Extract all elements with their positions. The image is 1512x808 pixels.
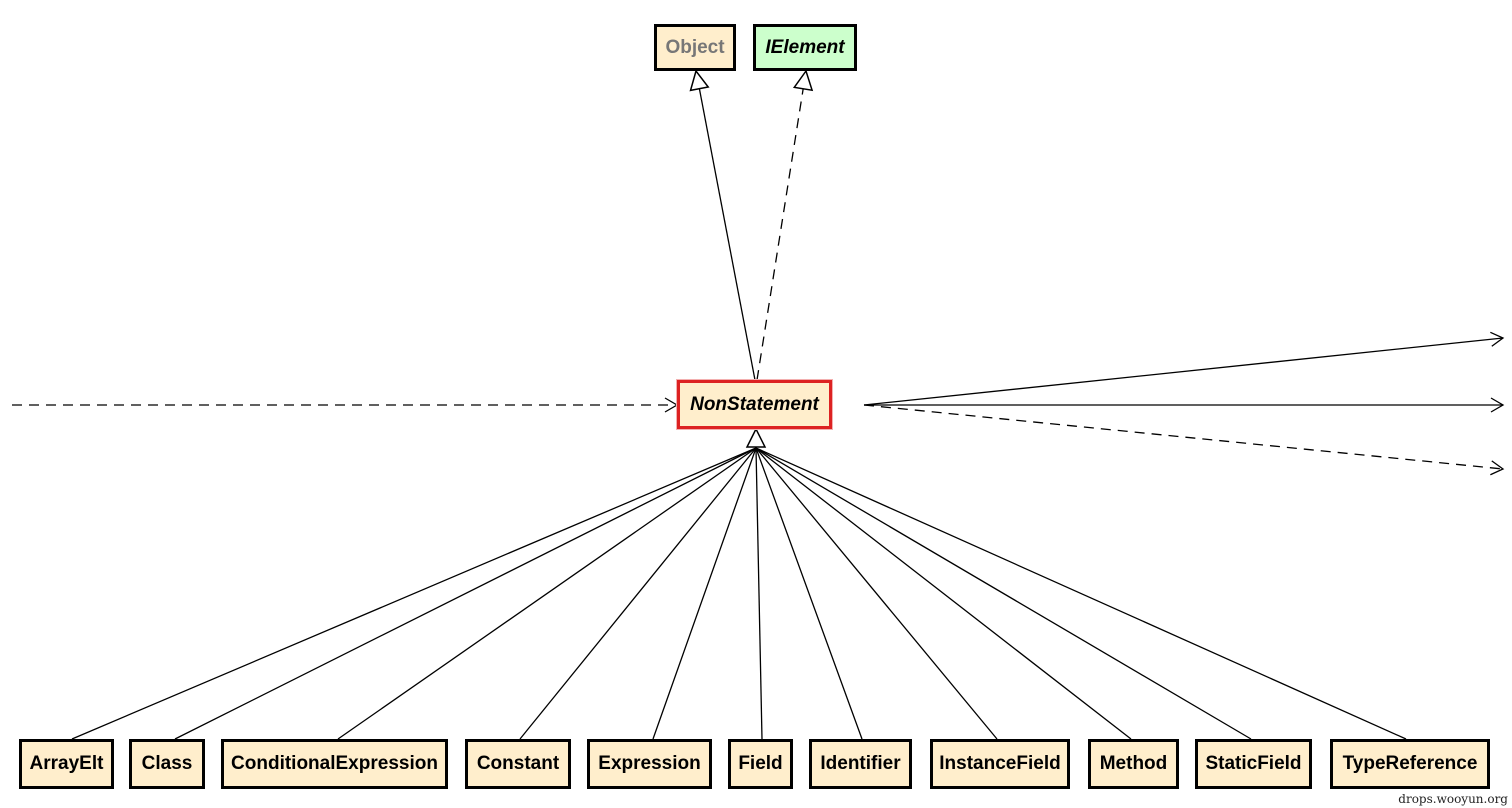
- class-nonstatement[interactable]: NonStatement: [677, 380, 832, 429]
- watermark: drops.wooyun.org: [1398, 792, 1508, 806]
- class-method[interactable]: Method: [1088, 739, 1179, 789]
- edge-instancefield-to-nonstatement: [755, 447, 998, 740]
- edge-field-to-nonstatement: [755, 447, 763, 740]
- edge-expression-to-nonstatement: [652, 447, 757, 740]
- edge-nonstatement-to-offscreen-right-3-head: [1490, 460, 1505, 476]
- edge-nonstatement-to-ielement-head: [792, 69, 814, 92]
- edge-conditionalexpression-to-nonstatement: [337, 447, 757, 740]
- edge-class-to-nonstatement: [174, 447, 757, 740]
- class-class[interactable]: Class: [129, 739, 205, 789]
- edge-nonstatement-to-ielement: [756, 88, 804, 381]
- edge-method-to-nonstatement: [755, 447, 1132, 740]
- edge-nonstatement-to-offscreen-right-1-head: [1490, 331, 1505, 347]
- class-expression[interactable]: Expression: [587, 739, 712, 789]
- class-conditionalexpression[interactable]: ConditionalExpression: [221, 739, 448, 789]
- edge-nonstatement-to-object-head: [689, 69, 710, 92]
- edge-arrayelt-to-nonstatement: [71, 447, 757, 740]
- class-staticfield[interactable]: StaticField: [1195, 739, 1312, 789]
- edge-nonstatement-to-offscreen-right-1: [863, 337, 1504, 406]
- class-arrayelt[interactable]: ArrayElt: [19, 739, 114, 789]
- class-identifier[interactable]: Identifier: [809, 739, 912, 789]
- class-constant[interactable]: Constant: [465, 739, 571, 789]
- class-instancefield[interactable]: InstanceField: [930, 739, 1070, 789]
- class-field[interactable]: Field: [728, 739, 793, 789]
- generalization-head-nonstatement: [745, 427, 767, 448]
- edge-typereference-to-nonstatement: [755, 447, 1407, 740]
- edge-nonstatement-to-offscreen-right-3: [863, 404, 1504, 470]
- edge-constant-to-nonstatement: [519, 447, 757, 740]
- edge-identifier-to-nonstatement: [755, 447, 863, 740]
- interface-ielement[interactable]: IElement: [753, 24, 857, 71]
- edge-nonstatement-to-offscreen-right-2-head: [1490, 397, 1505, 413]
- edge-staticfield-to-nonstatement: [755, 447, 1252, 740]
- edge-nonstatement-to-object: [698, 88, 756, 381]
- class-object[interactable]: Object: [654, 24, 736, 71]
- class-typereference[interactable]: TypeReference: [1330, 739, 1490, 789]
